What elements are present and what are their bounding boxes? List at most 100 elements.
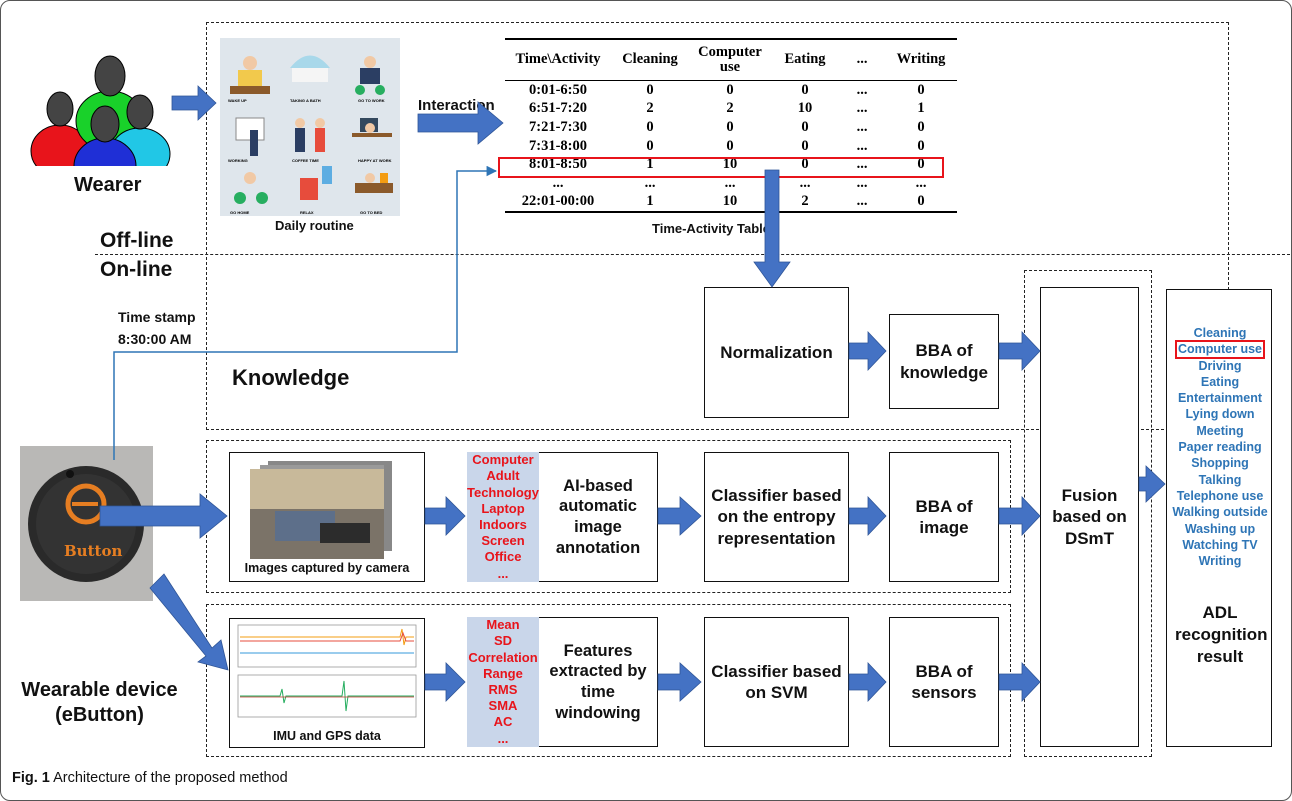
table-cell: 1 [646,193,654,210]
arrow-table-to-normalization [753,169,791,288]
time-activity-table: Time\Activity Cleaning Computer use Eati… [505,38,957,213]
classifier-entropy-box: Classifier based on the entropy represen… [704,452,849,582]
arrow-bba-image-to-fusion [998,495,1041,537]
arrow-svm-to-bba-sensors [848,661,887,703]
activity-item: Washing up [1184,521,1256,536]
arrow-imu-to-features [424,662,466,702]
table-cell: 0 [726,118,734,135]
imu-gps-box: IMU and GPS data [229,618,425,748]
table-cell: 10 [722,156,738,173]
caption-label: Fig. 1 [12,770,50,786]
sensor-feature: SD [493,633,513,649]
image-tag: Computer [472,452,534,468]
activity-item: Driving [1198,358,1242,373]
sensor-feature: Mean [486,617,520,633]
arrow-wearer-to-routine [171,85,217,121]
daily-routine-image [220,38,400,216]
arrow-bba-sensors-to-fusion [998,661,1041,703]
bba-knowledge-box: BBA of knowledge [889,314,999,409]
table-header: ... [856,51,868,68]
activity-item: Meeting [1196,423,1244,438]
activity-item: Lying down [1185,407,1255,422]
bba-image-box: BBA of image [889,452,999,582]
arrow-ebutton-to-images [99,493,228,539]
routine-caption: TAKING A BATH [290,98,321,103]
sensor-feature: ... [497,730,509,746]
arrow-routine-to-table [417,101,504,145]
knowledge-label: Knowledge [232,365,350,390]
table-cell: ... [856,81,868,98]
wearable-device-label: Wearable device [21,679,178,701]
sensor-feature: Correlation [468,649,538,665]
activity-item: Walking outside [1172,505,1268,520]
table-cell: ... [724,174,736,191]
table-header: Eating [784,51,826,68]
imu-gps-plots [237,624,417,718]
offline-label: Off-line [100,229,174,252]
arrow-fusion-to-result [1138,465,1166,503]
table-cell: 2 [726,100,734,117]
image-tag: Screen [481,533,525,549]
table-header: Cleaning [622,51,678,68]
table-cell: ... [856,118,868,135]
sensor-feature: RMS [488,682,518,697]
table-cell: ... [799,174,811,191]
routine-caption: GO TO WORK [358,98,385,103]
arrow-classifier-to-bba-image [848,495,887,537]
routine-caption: COFFEE TIME [292,158,319,163]
table-cell: 0 [646,137,654,154]
image-tags-box: Computer Adult Technology Laptop Indoors… [467,452,539,582]
routine-captions: WAKE UP TAKING A BATH GO TO WORK WORKING… [220,38,400,216]
arrow-bba-knowledge-to-fusion [998,330,1041,372]
image-tag: Laptop [481,500,525,516]
table-cell: ... [552,174,564,191]
table-cell: 8:01-8:50 [529,156,587,173]
sensor-feature: SMA [488,698,518,714]
table-cell: 6:51-7:20 [529,100,587,117]
offline-online-divider [95,254,1290,255]
table-cell: 0 [917,156,925,173]
table-cell: ... [856,100,868,117]
wearer-label: Wearer [74,174,142,196]
ebutton-logo [28,466,144,582]
sensor-feature: AC [493,714,513,730]
table-header: Computer use [698,43,762,75]
table-cell: 0 [917,137,925,154]
activity-item: Cleaning [1193,326,1247,340]
table-cell: 7:31-8:00 [529,137,587,154]
time-stamp-label: Time stamp [118,309,196,325]
routine-caption: RELAX [300,210,314,215]
activity-item: Watching TV [1182,537,1258,552]
routine-caption: WAKE UP [228,98,247,103]
table-cell: ... [856,174,868,191]
sensor-feature: Range [483,665,523,681]
routine-caption: GO HOME [230,210,250,215]
time-stamp-line [113,165,498,460]
table-highlight-box [498,157,944,178]
table-cell: ... [915,174,927,191]
arrow-ebutton-to-imu [149,573,229,671]
caption-text: Architecture of the proposed method [53,770,288,786]
ai-annotation-box: AI-based automatic image annotation [539,452,658,582]
table-cell: 2 [646,100,654,117]
activity-item: Entertainment [1177,391,1263,406]
table-cell: 7:21-7:30 [529,118,587,135]
table-cell: ... [856,137,868,154]
table-row: .................. [505,174,957,193]
image-tag: Office [484,549,522,565]
arrow-normalization-to-bba [848,330,887,372]
ebutton-logo-text: Button [64,542,123,560]
adl-result-box: Cleaning Computer use Driving Eating Ent… [1166,289,1272,747]
table-cell: 0 [646,81,654,98]
arrow-annotation-to-classifier [657,496,702,536]
classifier-svm-box: Classifier based on SVM [704,617,849,747]
camera-images-label: Images captured by camera [244,561,410,575]
table-cell: 22:01-00:00 [521,193,595,210]
table-cell: 0 [801,156,809,173]
activity-item-selected: Computer use [1175,340,1265,359]
table-cell: 0 [801,137,809,154]
